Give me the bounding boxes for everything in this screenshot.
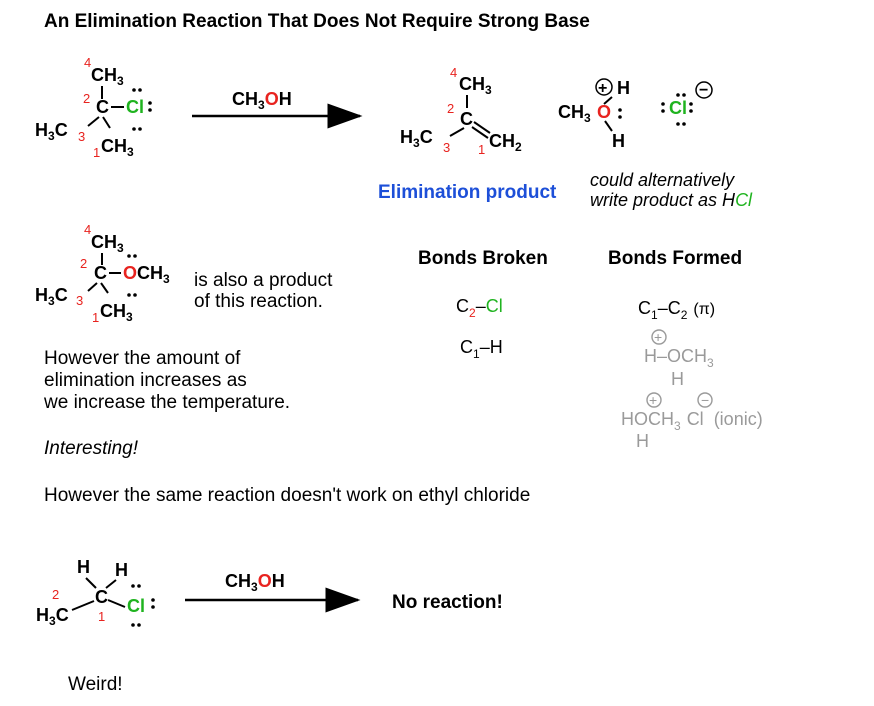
bonds-formed-header: Bonds Formed (608, 248, 743, 269)
carbon-number-3: 3 (78, 129, 85, 144)
substitution-note-line1: is also a product (194, 270, 333, 291)
interesting-text: Interesting! (44, 438, 138, 459)
chloride: Cl (669, 98, 687, 118)
bond-broken-c1-h: C1–H (460, 337, 503, 361)
carbon-number-4: 4 (84, 55, 91, 70)
h-right: H (115, 560, 128, 580)
carbon-number-3: 3 (76, 293, 83, 308)
ionic-h: H (636, 431, 649, 451)
ch3-bottom: CH3 (100, 301, 133, 324)
chloride-ion: Cl − (661, 81, 713, 126)
bond-formed-pi: C1–C2(π) (638, 298, 715, 322)
bonds-broken-list: C2–Cl C1–H (456, 296, 503, 361)
carbon-number-2: 2 (447, 101, 454, 116)
bonds-broken-header: Bonds Broken (418, 248, 548, 269)
h3c-left: H3C (35, 120, 68, 143)
ethyl-chloride: H H C 2 H3C 1 Cl (36, 557, 155, 628)
oxonium-plus: + (654, 329, 662, 345)
carbon-number-2: 2 (83, 91, 90, 106)
protonated-methanol: + H CH3 O H (558, 78, 630, 151)
carbon-number-1: 1 (478, 142, 485, 157)
tert-butyl-methyl-ether: 4 CH3 2 C OCH3 H3C 3 1 CH3 (35, 222, 170, 325)
ch3-top: CH3 (459, 74, 492, 97)
carbon-number-1: 1 (92, 310, 99, 325)
central-carbon: C (95, 587, 108, 607)
weird-text: Weird! (68, 674, 123, 695)
reaction-arrow-2: CH3OH (185, 571, 361, 613)
ionic-minus: − (701, 392, 709, 408)
carbon-number-2: 2 (52, 587, 59, 602)
och3: OCH3 (123, 263, 170, 286)
tert-butyl-chloride: 4 CH3 2 C Cl H3C 3 1 CH3 (35, 55, 152, 160)
central-carbon: C (96, 97, 109, 117)
carbon-number-1: 1 (98, 609, 105, 624)
isobutylene: 4 CH3 2 C H3C 3 1 CH2 (400, 65, 522, 157)
paragraph-line: However the amount of (44, 348, 241, 369)
minus-charge: − (699, 82, 708, 99)
ionic-plus: + (649, 392, 657, 408)
alternative-note-line2: write product as HCl (590, 190, 752, 210)
bond-broken-c2-cl: C2–Cl (456, 296, 503, 320)
carbon-number-4: 4 (450, 65, 457, 80)
h-bottom: H (612, 131, 625, 151)
ch3-bottom: CH3 (101, 136, 134, 159)
h3c-left: H3C (35, 285, 68, 308)
ch3-top: CH3 (91, 232, 124, 255)
ch3: CH3 (558, 102, 591, 125)
temperature-paragraph: However the amount of elimination increa… (44, 348, 290, 414)
reaction-arrow-1: CH3OH (192, 89, 363, 129)
h3c-left: H3C (400, 127, 433, 150)
h-left: H (77, 557, 90, 577)
paragraph-line: we increase the temperature. (44, 392, 291, 413)
reagent-methanol-1: CH3OH (232, 89, 292, 112)
reagent-methanol-2: CH3OH (225, 571, 285, 594)
substitution-note: is also a product of this reaction. (194, 270, 332, 312)
page-title: An Elimination Reaction That Does Not Re… (44, 11, 590, 32)
central-carbon: C (94, 263, 107, 283)
alt-note-prefix: write product as H (590, 190, 736, 210)
h-top: H (617, 78, 630, 98)
ch3-top: CH3 (91, 65, 124, 88)
carbon-number-4: 4 (84, 222, 91, 237)
ethyl-chloride-sentence: However the same reaction doesn't work o… (44, 485, 531, 506)
elimination-product-label: Elimination product (378, 182, 557, 203)
alt-note-cl: Cl (735, 190, 753, 210)
oxonium-h: H (671, 369, 684, 389)
central-carbon: C (460, 109, 473, 129)
paragraph-line: elimination increases as (44, 370, 247, 391)
carbon-number-1: 1 (93, 145, 100, 160)
carbon-number-2: 2 (80, 256, 87, 271)
bond-formed-h-och3: H–OCH3 (644, 346, 714, 370)
ch2: CH2 (489, 131, 522, 154)
alternative-note-line1: could alternatively (590, 170, 735, 190)
oxygen: O (597, 102, 611, 122)
h3c: H3C (36, 605, 69, 628)
chlorine: Cl (126, 97, 144, 117)
no-reaction-label: No reaction! (392, 592, 503, 613)
substitution-note-line2: of this reaction. (194, 291, 323, 312)
chlorine: Cl (127, 596, 145, 616)
plus-charge: + (598, 80, 607, 97)
carbon-number-3: 3 (443, 140, 450, 155)
alternative-note: could alternatively write product as HCl (590, 170, 752, 210)
